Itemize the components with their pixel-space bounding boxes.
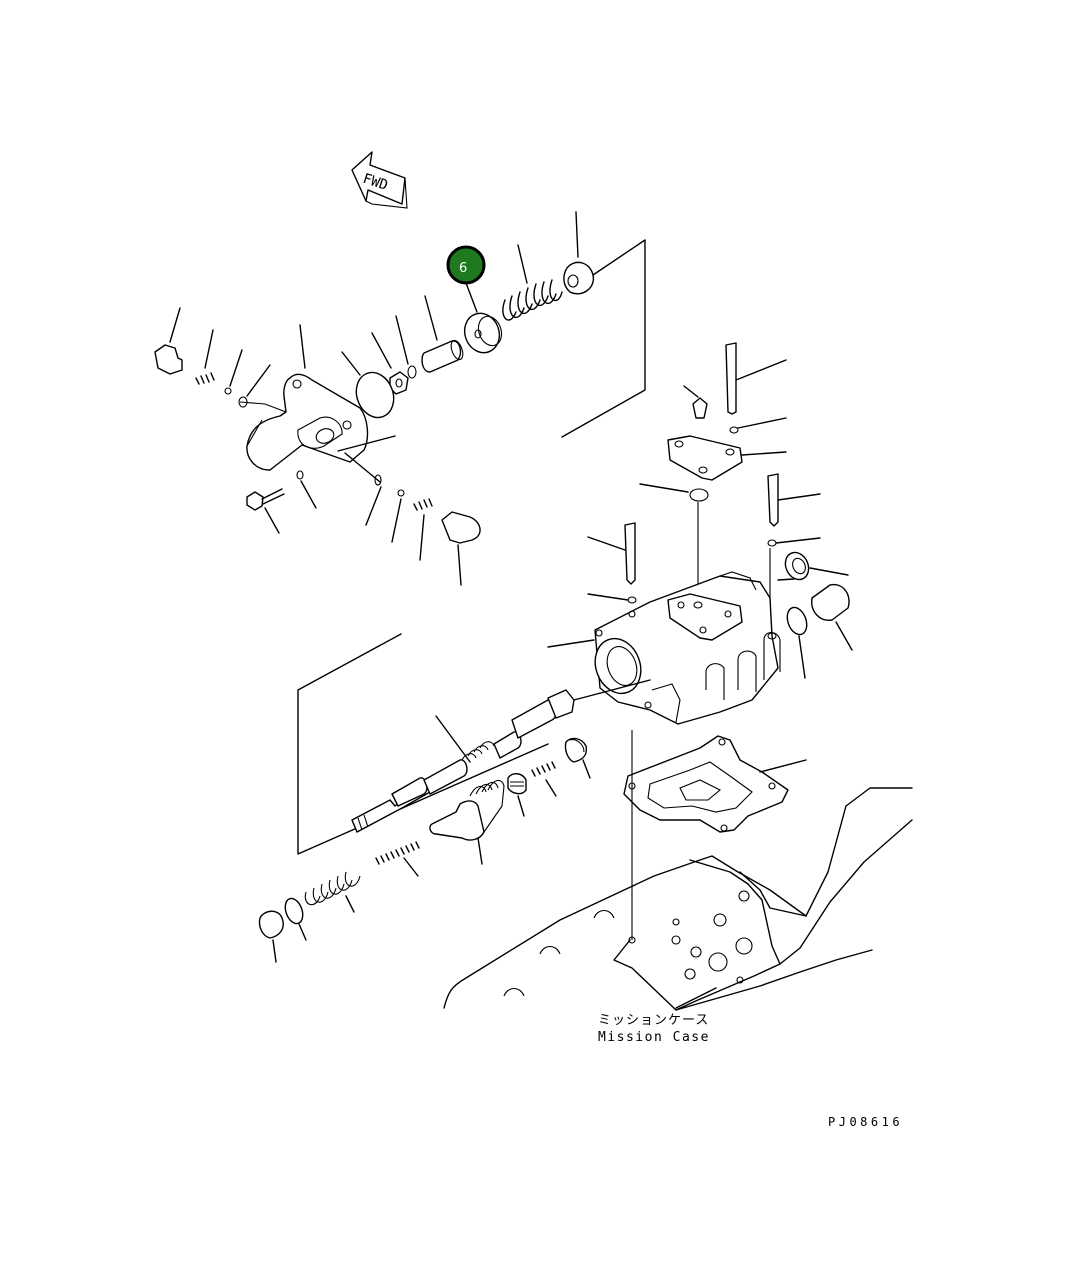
- mission-case-jp-label: ミッションケース: [598, 1013, 709, 1028]
- mission-case-en-label: Mission Case: [598, 1030, 710, 1045]
- fwd-arrow-icon: FWD: [351, 151, 408, 209]
- mission-case: ミッションケース Mission Case: [443, 787, 913, 1045]
- upper-valve-parts: [154, 211, 595, 586]
- callout-6-number: 6: [459, 261, 467, 276]
- upper-assembly-frame: [561, 239, 646, 438]
- right-plug-parts: [777, 551, 853, 679]
- valve-body: [547, 571, 781, 725]
- drawing-number: PJ08616: [828, 1115, 903, 1129]
- spool-assembly: [351, 679, 651, 833]
- cover-plate-parts: [587, 342, 821, 628]
- gasket-plate: [623, 730, 807, 940]
- fwd-label: FWD: [361, 171, 390, 194]
- lower-assembly-frame: [297, 633, 549, 855]
- lower-spring-parts: [258, 737, 591, 963]
- callout-6[interactable]: 6: [446, 245, 486, 285]
